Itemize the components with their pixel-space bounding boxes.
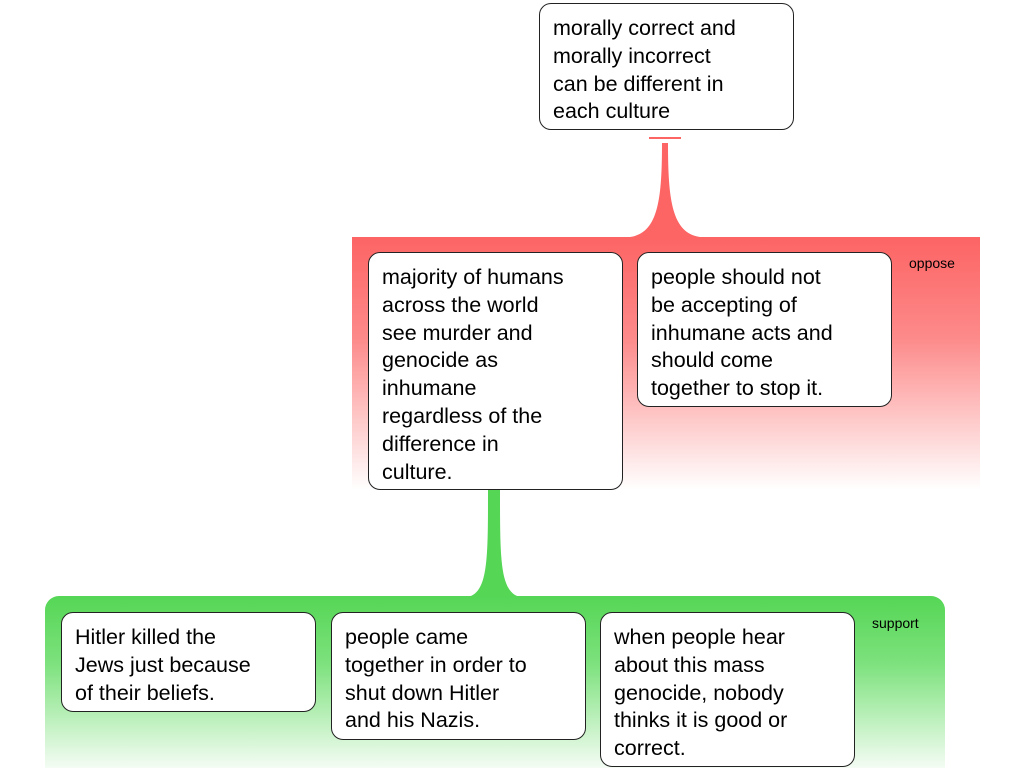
oppose-reason-box[interactable]: people should not be accepting of inhuma… <box>637 252 892 407</box>
support-connector <box>468 490 520 597</box>
support-label: support <box>872 615 919 631</box>
oppose-reason-box[interactable]: majority of humans across the world see … <box>368 252 623 490</box>
oppose-label: oppose <box>909 255 955 271</box>
oppose-connector <box>630 143 700 237</box>
support-reason-box[interactable]: Hitler killed the Jews just because of t… <box>61 612 316 712</box>
support-reason-box[interactable]: when people hear about this mass genocid… <box>600 612 855 767</box>
claim-box[interactable]: morally correct and morally incorrect ca… <box>539 3 794 130</box>
support-reason-box[interactable]: people came together in order to shut do… <box>331 612 586 740</box>
